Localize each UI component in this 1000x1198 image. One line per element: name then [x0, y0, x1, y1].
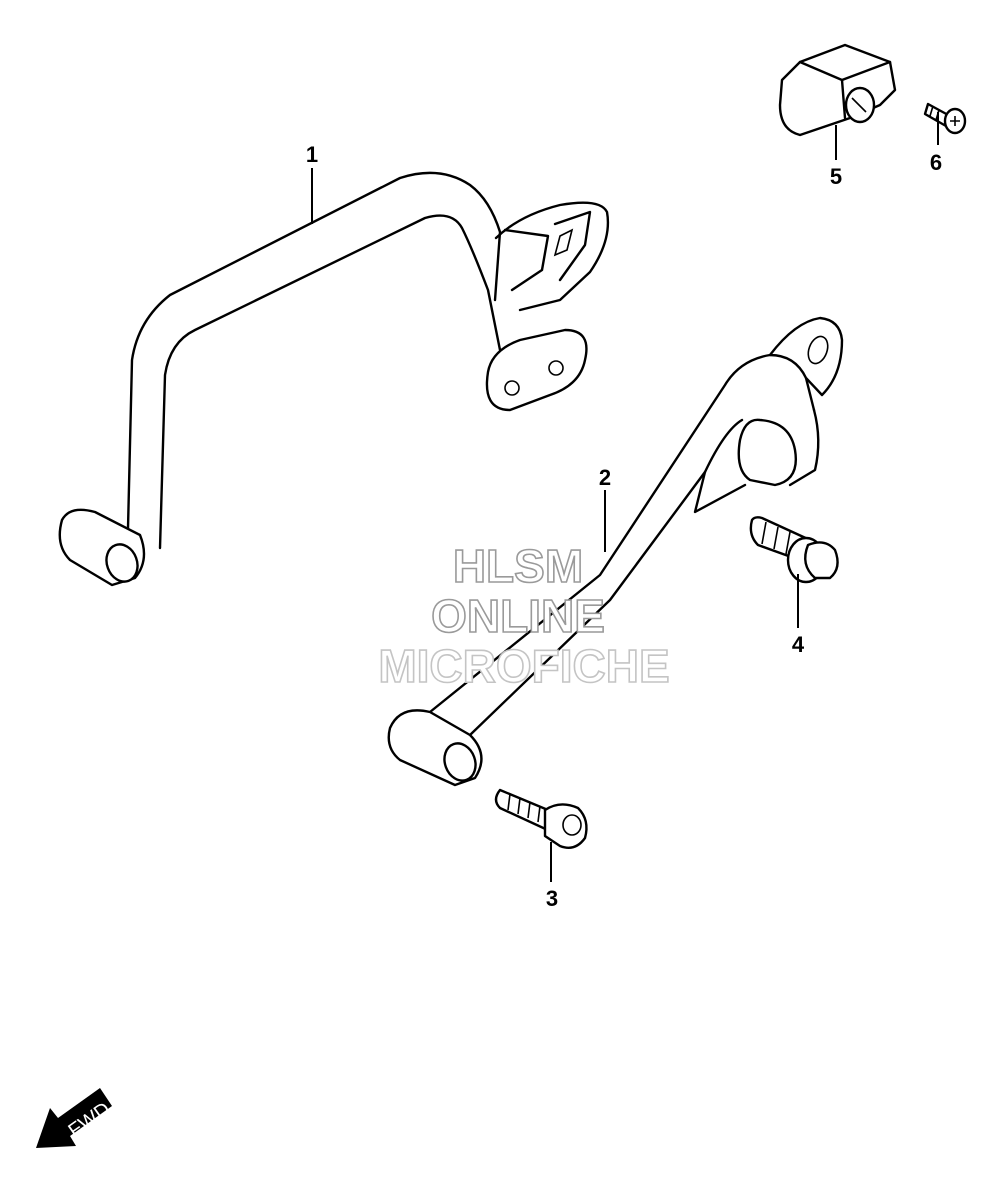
watermark-line-1: HLSM	[453, 540, 583, 592]
watermark: HLSM ONLINE MICROFICHE	[378, 539, 671, 693]
callout-3[interactable]: 3	[546, 886, 558, 911]
callout-2[interactable]: 2	[599, 465, 611, 490]
fwd-arrow-icon	[36, 1088, 112, 1148]
fwd-direction-indicator: FWD	[36, 1088, 114, 1148]
part-6-screw[interactable]	[923, 102, 967, 135]
part-3-socket-bolt[interactable]	[494, 788, 588, 849]
part-4-flange-bolt[interactable]	[749, 516, 839, 584]
part-5-holder[interactable]	[778, 43, 897, 137]
part-1-bracket[interactable]	[58, 171, 610, 587]
watermark-line-2: ONLINE	[431, 590, 605, 642]
part-2-bracket[interactable]	[387, 316, 844, 787]
callout-4[interactable]: 4	[792, 632, 805, 657]
callout-5[interactable]: 5	[830, 164, 842, 189]
callout-1[interactable]: 1	[306, 142, 318, 167]
watermark-line-3: MICROFICHE	[378, 640, 669, 692]
callout-6[interactable]: 6	[930, 150, 942, 175]
